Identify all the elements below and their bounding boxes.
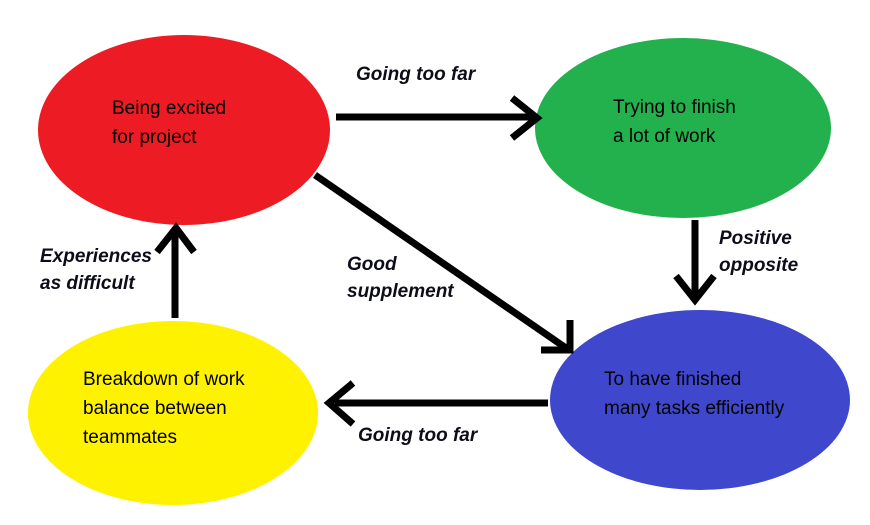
arrow-trying-to-finished [673,220,717,306]
arrow-breakdown-to-excited [154,222,197,318]
arrow-excited-to-finished [313,172,574,354]
edge-label-experiences-as-difficult: Experiences as difficult [40,246,152,294]
edge-label-going-too-far-top: Going too far [356,64,476,85]
arrow-finished-to-breakdown [323,380,548,427]
node-breakdown-of-work-shape[interactable] [28,321,318,505]
edge-label-positive-opposite: Positive opposite [719,228,799,276]
edge-label-going-too-far-bottom: Going too far [358,425,478,446]
edge-label-good-supplement: Good supplement [347,254,454,302]
node-being-excited-shape[interactable] [38,35,330,225]
arrow-excited-to-trying [336,95,543,141]
node-trying-to-finish-shape[interactable] [535,38,831,218]
node-to-have-finished-shape[interactable] [550,310,850,490]
